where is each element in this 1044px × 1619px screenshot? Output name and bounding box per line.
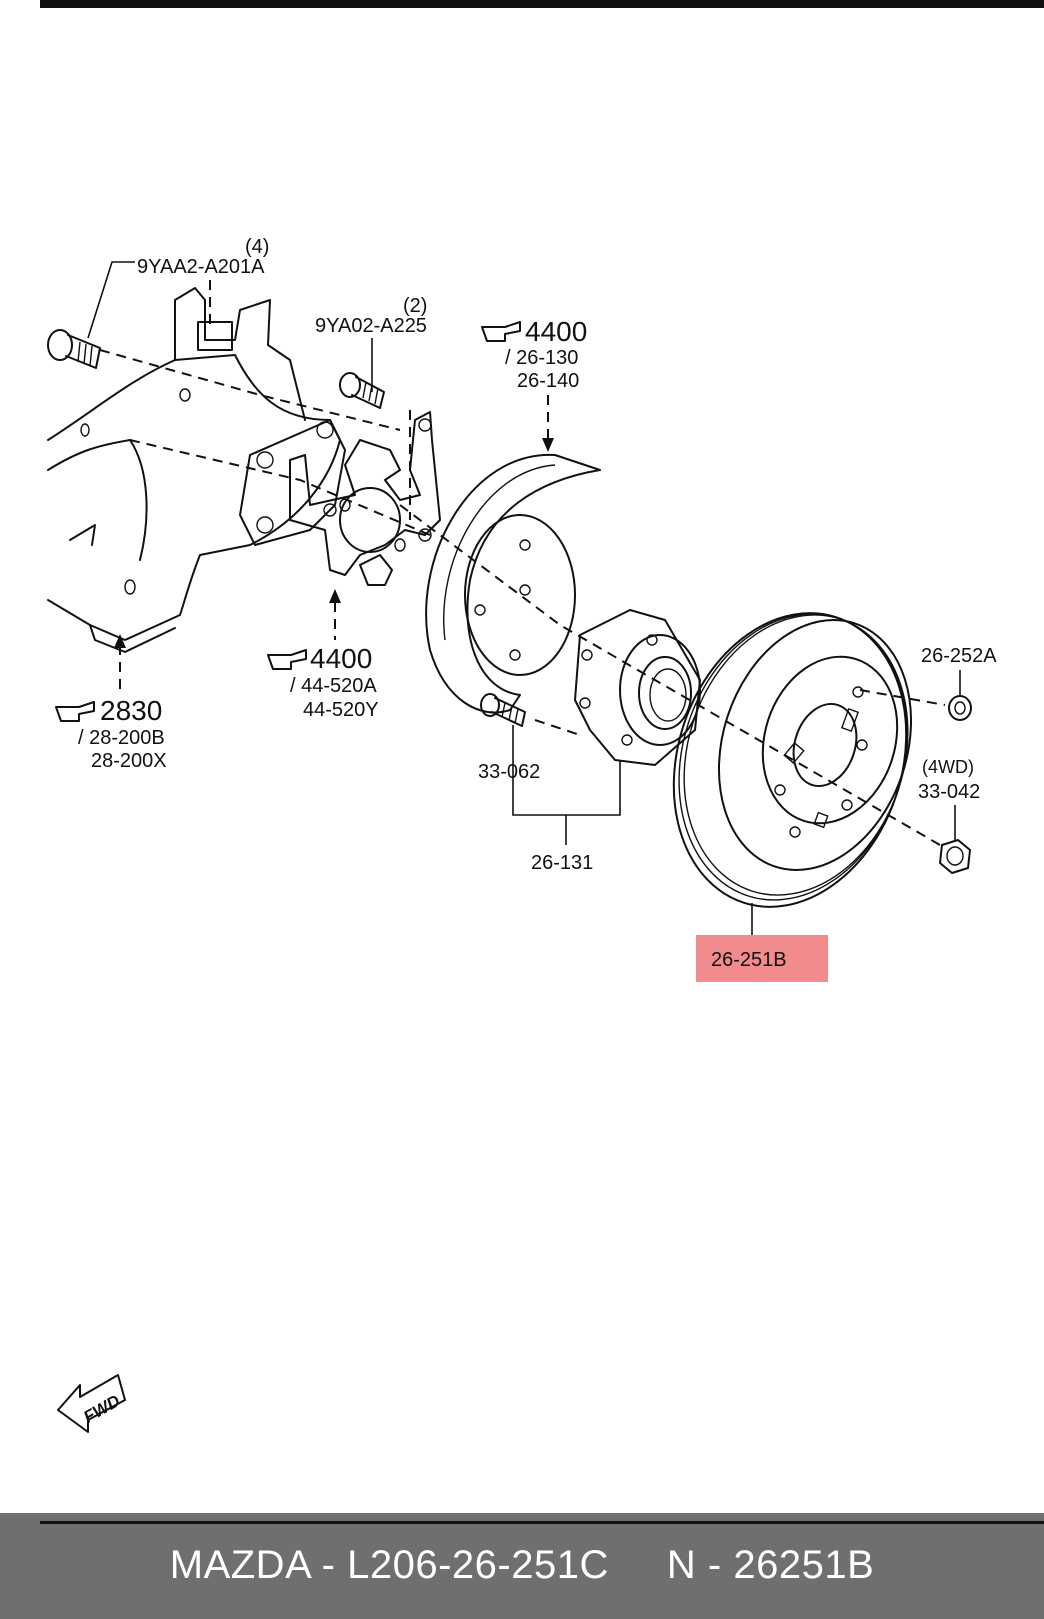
disc-screw-drawing: [948, 695, 972, 721]
hub-bolt-label: 33-062: [478, 761, 540, 783]
leader-lines: [87, 261, 961, 935]
highlight-box: [696, 935, 828, 982]
bolt-9yaa2: [47, 329, 101, 369]
pointing-hand-icon: [55, 701, 95, 722]
top-border: [40, 0, 1044, 8]
pointing-hand-icon: [267, 649, 307, 670]
ref-bracket-b: 44-520Y: [303, 699, 379, 721]
wheel-nut-label: 33-042: [918, 781, 980, 803]
brake-disc-label: 26-251B: [711, 949, 787, 971]
bracket-drawing: [289, 411, 441, 586]
ref-knuckle-b: 28-200X: [91, 750, 167, 772]
ref-bracket-a: / 44-520A: [290, 675, 377, 697]
hub-assembly-drawing: [574, 609, 701, 766]
bolt-top-part-label: 9YAA2-A201A: [137, 256, 265, 278]
ref-dust-cover-b: 26-140: [517, 370, 579, 392]
exploded-parts-diagram: FWD (4) 9YAA2-A201A (2) 9YA02-A225 4400 …: [40, 0, 1044, 1433]
bolt-mid-part-label: 9YA02-A225: [315, 315, 427, 337]
ref-dust-cover-page: 4400: [525, 316, 587, 347]
wheel-nut-drawing: [939, 839, 971, 874]
bolt-mid-qty: (2): [403, 295, 427, 317]
footer-divider: [40, 1521, 1044, 1524]
assembly-center-lines: [99, 280, 946, 846]
disc-screw-label: 26-252A: [921, 645, 997, 667]
dust-cover-drawing: [425, 453, 601, 714]
footer-part-numbers: MAZDA - L206-26-251C N - 26251B: [169, 1543, 875, 1587]
bolt-9ya02: [339, 372, 385, 409]
knuckle-drawing: [47, 287, 346, 653]
wheel-nut-note: (4WD): [922, 757, 974, 777]
hub-bolt-drawing: [480, 693, 526, 727]
footer-bar: MAZDA - L206-26-251C N - 26251B: [0, 1513, 1044, 1619]
fwd-arrow-icon: FWD: [57, 1374, 126, 1433]
hub-assembly-label: 26-131: [531, 852, 593, 874]
ref-knuckle-a: / 28-200B: [78, 727, 165, 749]
bolt-top-qty: (4): [245, 236, 269, 258]
pointing-hand-icon: [481, 321, 521, 342]
ref-bracket-page: 4400: [310, 643, 372, 674]
ref-knuckle-page: 2830: [100, 695, 162, 726]
fwd-arrow-label: FWD: [80, 1391, 123, 1427]
brake-disc-drawing: [672, 612, 913, 908]
ref-dust-cover-a: / 26-130: [505, 347, 578, 369]
